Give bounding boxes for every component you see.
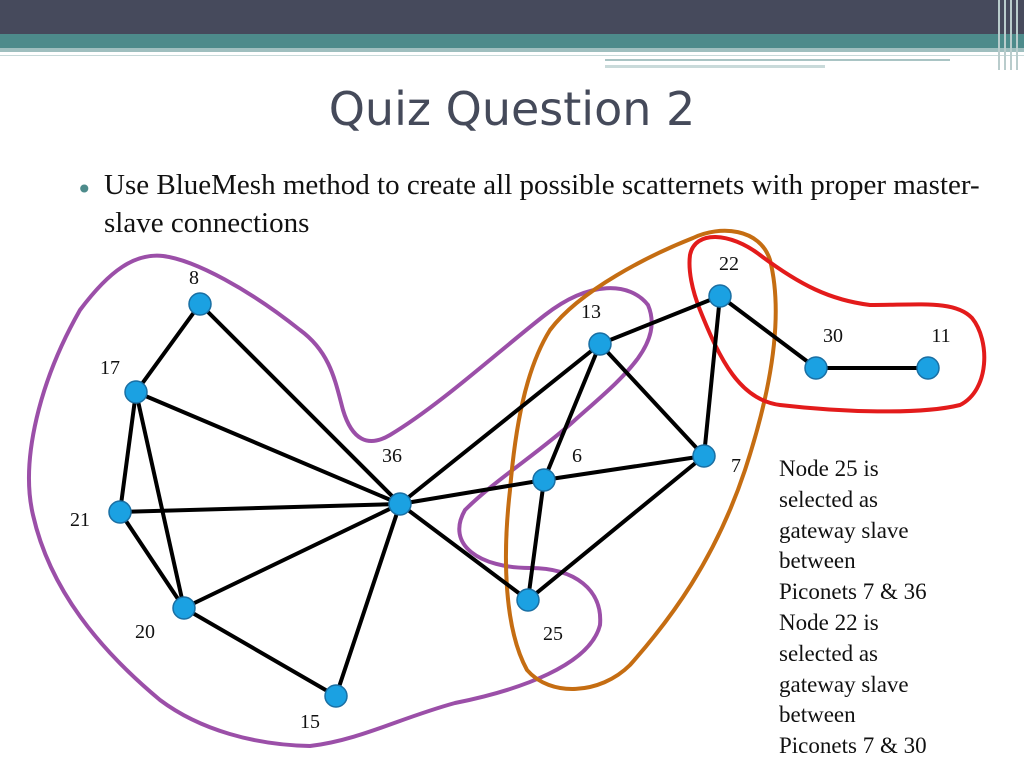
node-label-13: 13 — [581, 301, 601, 323]
bullet-icon: • — [76, 173, 93, 206]
edge-21-20 — [118, 510, 186, 610]
node-label-20: 20 — [135, 621, 155, 643]
node-21 — [108, 500, 132, 524]
node-label-36: 36 — [382, 445, 402, 467]
node-label-30: 30 — [823, 325, 843, 347]
node-label-11: 11 — [931, 325, 950, 347]
edge-36-6 — [398, 478, 546, 506]
node-13 — [588, 332, 612, 356]
slide-title: Quiz Question 2 — [328, 82, 696, 136]
edge-8-17 — [134, 302, 202, 394]
edge-17-36 — [134, 390, 402, 506]
node-11 — [916, 356, 940, 380]
light-band — [0, 48, 1024, 52]
edge-7-22 — [702, 294, 722, 458]
node-30 — [804, 356, 828, 380]
node-36 — [388, 492, 412, 516]
node-8 — [188, 292, 212, 316]
edge-20-15 — [182, 606, 338, 698]
top-bar — [0, 0, 1024, 34]
teal-band — [0, 34, 1024, 48]
node-label-8: 8 — [189, 267, 199, 289]
node-label-21: 21 — [70, 509, 90, 531]
edge-17-20 — [134, 390, 186, 610]
node-15 — [324, 684, 348, 708]
edge-36-25 — [398, 502, 530, 602]
edge-36-13 — [398, 342, 602, 506]
edge-20-36 — [182, 502, 402, 610]
edge-13-6 — [542, 342, 602, 482]
node-label-17: 17 — [100, 357, 120, 379]
edge-8-36 — [198, 302, 402, 506]
edge-21-36 — [118, 502, 402, 514]
edge-22-30 — [718, 294, 818, 370]
bullet-text: Use BlueMesh method to create all possib… — [104, 169, 980, 239]
edge-25-7 — [526, 454, 706, 602]
edge-6-7 — [542, 454, 706, 482]
group-outline-piconet-7 — [504, 228, 778, 691]
node-6 — [532, 468, 556, 492]
node-7 — [692, 444, 716, 468]
edge-36-15 — [334, 502, 402, 698]
node-17 — [124, 380, 148, 404]
divider-line — [0, 55, 1024, 56]
edge-6-25 — [526, 478, 546, 602]
node-20 — [172, 596, 196, 620]
node-25 — [516, 588, 540, 612]
node-label-15: 15 — [300, 711, 320, 733]
edge-17-21 — [118, 390, 138, 514]
group-outline-piconet-36 — [27, 253, 654, 749]
node-label-7: 7 — [731, 455, 741, 477]
group-outline-piconet-30 — [687, 235, 987, 414]
edge-13-22 — [598, 294, 722, 346]
node-label-6: 6 — [572, 445, 582, 467]
node-label-25: 25 — [543, 623, 563, 645]
gateway-note: Node 25 is selected as gateway slave bet… — [779, 456, 927, 759]
decorative-line — [605, 59, 950, 61]
edge-13-7 — [598, 342, 706, 458]
decorative-stripes — [996, 0, 1024, 70]
decorative-line — [605, 65, 825, 68]
node-label-22: 22 — [719, 253, 739, 275]
node-22 — [708, 284, 732, 308]
